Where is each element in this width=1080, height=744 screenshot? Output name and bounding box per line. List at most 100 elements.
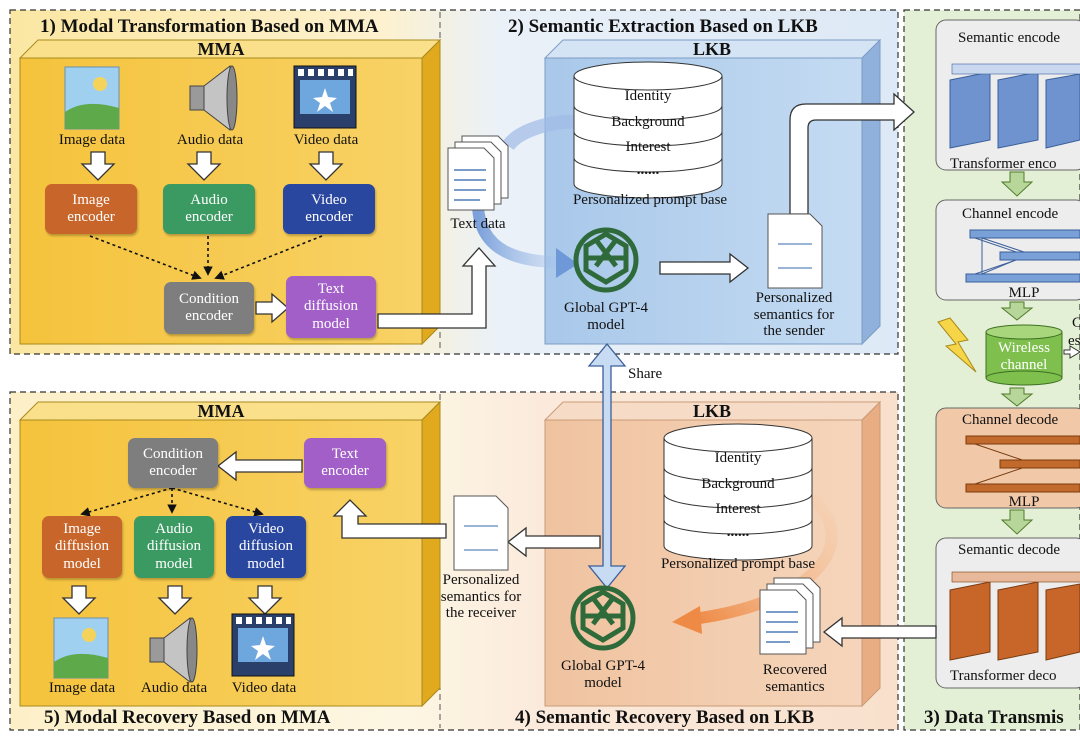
receiver-semantics-line3: the receiver — [445, 605, 517, 621]
bottom-db-more: ...... — [726, 524, 750, 540]
text-encoder-line1: Text — [331, 445, 359, 462]
condition-encoder-bottom-line1: Condition — [142, 445, 203, 462]
image-diffusion-line3: model — [63, 555, 101, 572]
doc-recovered — [759, 577, 821, 655]
video-diffusion-line2: diffusion — [239, 538, 293, 555]
bottom-video-data-label: Video data — [231, 680, 297, 696]
image-diffusion-line2: diffusion — [55, 538, 109, 555]
top-prompt-base-label: Personalized prompt base — [572, 192, 728, 208]
image-encoder-line2: encoder — [67, 209, 115, 225]
video-diffusion-line3: model — [247, 555, 285, 572]
receiver-semantics-label: Personalized semantics for the receiver — [441, 572, 521, 622]
bottom-mma-title: MMA — [197, 401, 245, 421]
share-label: Share — [628, 366, 663, 382]
db-top — [573, 61, 723, 199]
db-bottom — [663, 423, 813, 561]
top-video-data-label: Video data — [293, 132, 359, 148]
bottom-audio-data-label: Audio data — [140, 680, 208, 696]
side-text-es: es — [1068, 333, 1080, 349]
image-icon-bottom — [53, 617, 109, 679]
top-db-interest: Interest — [625, 139, 671, 155]
audio-diffusion-line1: Audio — [155, 521, 193, 538]
doc-sender — [767, 213, 823, 289]
sender-semantics-label: Personalized semantics for the sender — [754, 290, 834, 340]
recovered-semantics-label: Recovered semantics — [763, 662, 827, 695]
bottom-db-identity: Identity — [714, 450, 762, 466]
video-encoder-line1: Video — [311, 191, 347, 208]
semantic-decoder-label: Semantic decode — [958, 542, 1061, 558]
sender-semantics-line1: Personalized — [755, 290, 833, 306]
image-diffusion-line1: Image — [63, 521, 101, 538]
image-encoder-line1: Image — [72, 191, 110, 208]
section-title-5: 5) Modal Recovery Based on MMA — [44, 707, 331, 728]
wireless-channel-label: Wireless channel — [998, 340, 1050, 373]
recovered-line2: semantics — [765, 678, 825, 695]
sender-semantics-line2: semantics for — [753, 306, 835, 323]
bottom-db-interest: Interest — [715, 501, 761, 517]
text-diffusion-line3: model — [312, 315, 350, 332]
top-db-more: ...... — [636, 162, 660, 178]
bottom-gpt-line1: Global GPT-4 — [560, 658, 646, 674]
receiver-semantics-line1: Personalized — [442, 572, 520, 588]
section-title-2: 2) Semantic Extraction Based on LKB — [508, 16, 818, 37]
sender-semantics-line3: the sender — [763, 323, 825, 339]
bottom-prompt-base-label: Personalized prompt base — [660, 556, 816, 572]
wireless-line2: channel — [1000, 356, 1048, 373]
text-diffusion-line2: diffusion — [304, 298, 358, 315]
top-audio-data-label: Audio data — [176, 132, 244, 148]
top-db-identity: Identity — [624, 88, 672, 104]
condition-encoder-top-line2: encoder — [185, 308, 233, 324]
condition-encoder-bottom-line2: encoder — [149, 463, 197, 479]
bottom-image-data-label: Image data — [48, 680, 116, 696]
doc-receiver — [453, 495, 509, 571]
receiver-semantics-line2: semantics for — [440, 588, 522, 605]
section-title-1: 1) Modal Transformation Based on MMA — [40, 16, 379, 37]
audio-encoder-line1: Audio — [190, 191, 228, 208]
gpt-logo-top — [573, 227, 639, 293]
channel-encoder-label: Channel encode — [962, 206, 1059, 222]
transformer-encoder-label: Transformer enco — [950, 156, 1057, 172]
top-image-data-label: Image data — [58, 132, 126, 148]
wireless-line1: Wireless — [998, 340, 1050, 356]
text-data-label: Text data — [450, 216, 506, 232]
speaker-icon-top — [189, 64, 238, 132]
recovered-line1: Recovered — [762, 662, 828, 678]
video-icon-bottom — [231, 613, 295, 677]
bottom-gpt-label: Global GPT-4 model — [561, 658, 645, 691]
side-text-c: C — [1072, 315, 1080, 331]
speaker-icon-bottom — [149, 616, 198, 684]
audio-diffusion-line2: diffusion — [147, 538, 201, 555]
text-encoder-line2: encoder — [321, 463, 369, 479]
gpt-logo-bottom — [570, 585, 636, 651]
audio-diffusion-line3: model — [155, 555, 193, 572]
top-mma-title: MMA — [197, 39, 245, 59]
top-gpt-label: Global GPT-4 model — [564, 300, 648, 333]
semantic-encoder-label: Semantic encode — [958, 30, 1061, 46]
video-encoder-line2: encoder — [305, 209, 353, 225]
bottom-db-background: Background — [701, 476, 775, 492]
top-db-background: Background — [611, 114, 685, 130]
condition-encoder-top-line1: Condition — [178, 290, 239, 307]
section-title-4: 4) Semantic Recovery Based on LKB — [515, 707, 815, 728]
video-icon-top — [293, 65, 357, 129]
top-lkb-title: LKB — [692, 39, 732, 59]
image-icon-top — [64, 66, 120, 130]
section-title-3: 3) Data Transmis — [924, 707, 1064, 728]
top-gpt-line1: Global GPT-4 — [563, 300, 649, 316]
wireless-cylinder — [985, 324, 1063, 386]
audio-encoder-line2: encoder — [185, 209, 233, 225]
mlp-encoder-label: MLP — [1008, 285, 1040, 301]
mlp-decoder-label: MLP — [1008, 494, 1040, 510]
bottom-gpt-line2: model — [584, 674, 622, 691]
